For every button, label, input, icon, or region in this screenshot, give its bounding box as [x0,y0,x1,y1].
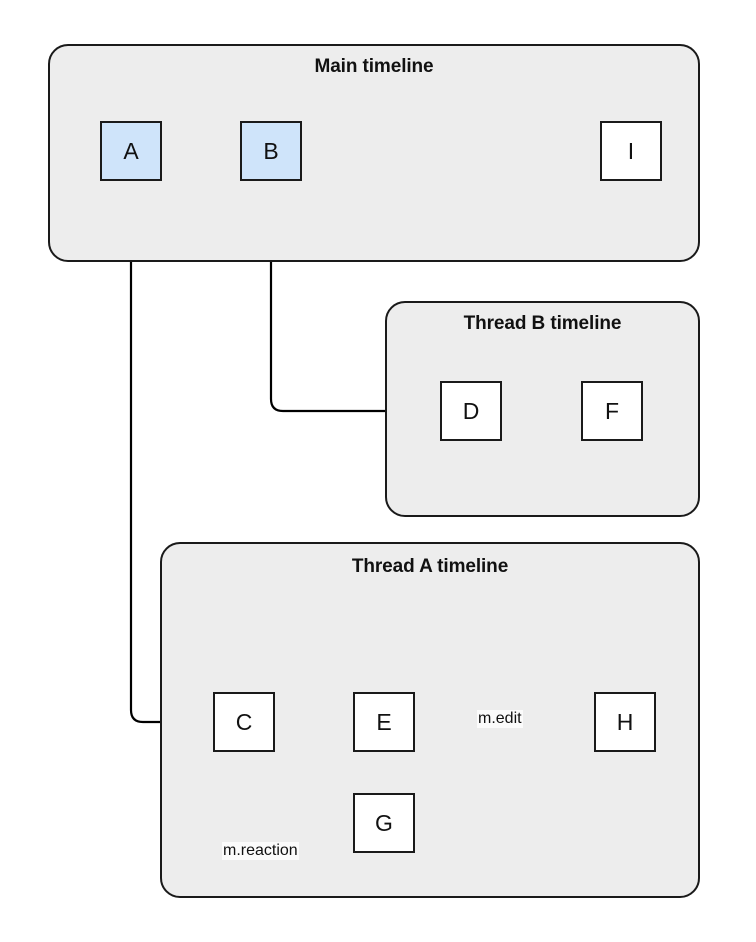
event-node-c[interactable]: C [213,692,275,752]
edge-label-m-reaction: m.reaction [222,842,299,861]
event-node-e[interactable]: E [353,692,415,752]
swimlane-title-main: Main timeline [314,56,434,77]
event-node-h[interactable]: H [594,692,656,752]
swimlane-title-thread_b: Thread B timeline [463,313,622,334]
edge-label-m-edit: m.edit [477,710,523,729]
event-node-b[interactable]: B [240,121,302,181]
event-node-i[interactable]: I [600,121,662,181]
edge-d-to-b [267,191,440,413]
edge-c-to-a [127,191,213,724]
swimlane-title-thread_a: Thread A timeline [351,556,509,577]
event-node-g[interactable]: G [353,793,415,853]
swimlane-thread_b [385,301,700,517]
event-node-f[interactable]: F [581,381,643,441]
event-node-a[interactable]: A [100,121,162,181]
event-node-d[interactable]: D [440,381,502,441]
